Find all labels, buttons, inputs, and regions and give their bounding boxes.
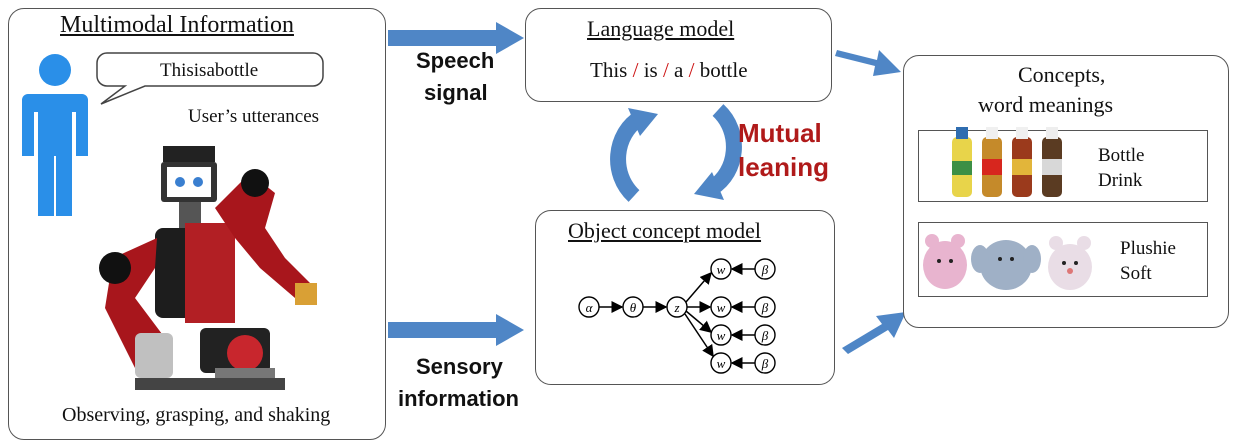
concepts-title-line2: word meanings [978, 92, 1114, 117]
bottles-image [952, 127, 1062, 197]
node-theta: θ [630, 300, 637, 315]
node-w: w [717, 356, 726, 371]
robot-illustration [99, 146, 317, 390]
sensory-label-line2: information [398, 386, 519, 411]
mutual-label-line2: leaning [738, 152, 830, 182]
word-3: a [674, 58, 684, 82]
bottle-word-1: Bottle [1098, 145, 1145, 166]
plushies-image [923, 234, 1092, 290]
bottle-word-2: Drink [1098, 170, 1143, 191]
language-model-title: Language model [587, 16, 735, 41]
sensory-arrow-icon [388, 314, 524, 346]
word-1: This [590, 58, 628, 82]
mutual-cycle-icon [610, 104, 742, 202]
node-w: w [717, 328, 726, 343]
speech-bubble-text: Thisisabottle [160, 60, 259, 81]
speech-arrow-icon [388, 22, 524, 54]
user-icon [22, 54, 88, 216]
multimodal-title: Multimodal Information [60, 12, 294, 38]
speech-label-line1: Speech [416, 48, 495, 73]
speech-bubble-shape [96, 52, 324, 105]
node-beta: β [761, 328, 769, 343]
node-w: w [717, 300, 726, 315]
word-2: is [643, 58, 658, 82]
node-alpha: α [586, 300, 594, 315]
mutual-label-line1: Mutual [738, 118, 822, 148]
graphical-model-diagram: α θ z w w w w β β β β [578, 258, 776, 374]
concepts-title-line1: Concepts, [1018, 62, 1106, 87]
word-separator: / [632, 58, 639, 82]
node-z: z [673, 300, 679, 315]
language-model-sentence: This / is / a / bottle [590, 58, 748, 83]
multimodal-caption: Observing, grasping, and shaking [62, 404, 331, 426]
word-separator: / [688, 58, 695, 82]
sensory-label-line1: Sensory [416, 354, 503, 379]
node-beta: β [761, 356, 769, 371]
node-w: w [717, 262, 726, 277]
object-concept-model-title: Object concept model [568, 218, 762, 243]
speech-label-line2: signal [424, 80, 488, 105]
node-beta: β [761, 300, 769, 315]
plushie-word-1: Plushie [1120, 238, 1176, 259]
node-beta: β [761, 262, 769, 277]
utterance-label: User’s utterances [188, 106, 320, 127]
language-model-panel [525, 8, 832, 102]
word-4: bottle [699, 58, 748, 82]
language-to-concepts-arrow-icon [835, 50, 901, 76]
plushie-word-2: Soft [1120, 263, 1152, 284]
word-separator: / [662, 58, 669, 82]
object-to-concepts-arrow-icon [842, 312, 906, 354]
